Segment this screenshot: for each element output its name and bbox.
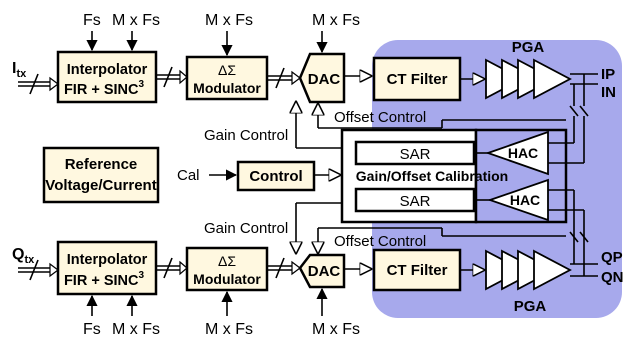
- top-fs-label: Fs: [83, 12, 101, 29]
- bottom-out-p: QP: [601, 249, 623, 266]
- top-ct-filter-label: CT Filter: [387, 71, 448, 88]
- bottom-interpolator-line2: FIR + SINC3: [64, 270, 145, 289]
- control-label: Control: [249, 168, 302, 185]
- bottom-ct-filter-block: [372, 248, 462, 292]
- reference-line1: Reference: [65, 156, 138, 173]
- bottom-interpolator-line1: Interpolator: [67, 252, 148, 268]
- reference-line2: Voltage/Current: [45, 177, 156, 194]
- top-interpolator-line2: FIR + SINC3: [64, 79, 145, 98]
- top-out-n: IN: [601, 84, 616, 101]
- sar-bottom-label: SAR: [400, 193, 431, 210]
- bottom-input-label: Qtx: [12, 246, 35, 266]
- top-offset-control: Offset Control: [334, 109, 426, 126]
- top-input-bus: [18, 73, 59, 95]
- bottom-mfs-label: M x Fs: [112, 321, 160, 338]
- top-gain-control: Gain Control: [204, 127, 288, 144]
- bottom-dac-block: [298, 253, 346, 289]
- bottom-gain-control: Gain Control: [204, 220, 288, 237]
- reference-block: [42, 146, 160, 204]
- top-modulator-line2: Modulator: [193, 80, 261, 96]
- top-input-label: Itx: [12, 60, 27, 80]
- top-interpolator-line1: Interpolator: [67, 62, 148, 78]
- bottom-fs-label: Fs: [83, 321, 101, 338]
- top-ct-filter-block: [372, 56, 462, 102]
- top-dac-label: DAC: [308, 71, 341, 88]
- bottom-pga-label: PGA: [514, 298, 547, 315]
- control-block: [236, 160, 316, 192]
- sar-top-label: SAR: [400, 146, 431, 163]
- calibration-label: Gain/Offset Calibration: [356, 168, 508, 184]
- cal-label: Cal: [177, 167, 200, 184]
- top-mod-clock: M x Fs: [205, 12, 253, 29]
- top-out-p: IP: [601, 66, 615, 83]
- bottom-modulator-block: [185, 246, 269, 292]
- top-chain: Itx Fs M x Fs Interpolator FIR + SINC3 M…: [12, 12, 616, 117]
- bottom-dac-label: DAC: [308, 263, 341, 280]
- top-modulator-line1: ΔΣ: [218, 62, 236, 78]
- hac-bottom-label: HAC: [510, 192, 540, 208]
- top-dac-clock: M x Fs: [312, 12, 360, 29]
- bottom-offset-control: Offset Control: [334, 233, 426, 250]
- bottom-input-bus: [18, 259, 59, 281]
- bottom-interpolator-block: [56, 240, 158, 296]
- middle-section: Gain Control Offset Control Reference Vo…: [42, 102, 585, 253]
- bottom-chain: Qtx Interpolator FIR + SINC3 Fs M x Fs Δ…: [12, 231, 624, 338]
- top-pga-label: PGA: [512, 39, 545, 56]
- bottom-modulator-line2: Modulator: [193, 271, 261, 287]
- top-modulator-block: [185, 55, 269, 101]
- hac-top-label: HAC: [508, 145, 538, 161]
- top-mfs-label: M x Fs: [112, 12, 160, 29]
- bottom-mod-clock: M x Fs: [205, 321, 253, 338]
- bottom-ct-filter-label: CT Filter: [387, 262, 448, 279]
- bottom-out-n: QN: [601, 269, 624, 286]
- bottom-dac-clock: M x Fs: [312, 321, 360, 338]
- top-interpolator-block: [56, 50, 158, 104]
- bottom-pga: [485, 249, 572, 291]
- top-dac-block: [298, 52, 346, 104]
- top-pga: [485, 58, 572, 100]
- bottom-modulator-line1: ΔΣ: [218, 253, 236, 269]
